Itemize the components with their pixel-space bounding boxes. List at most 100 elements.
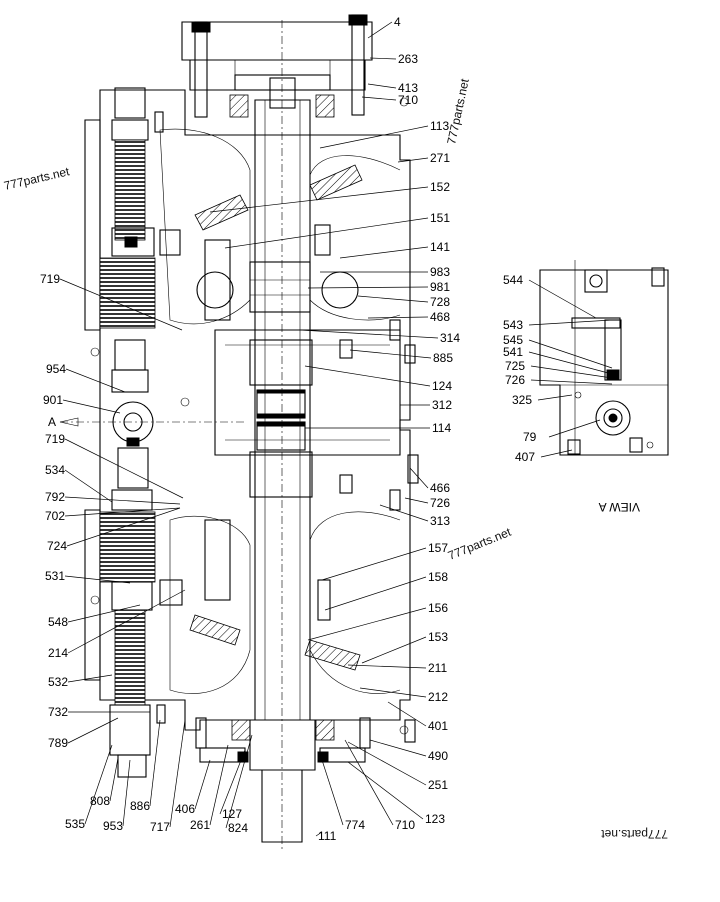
- leader-line: [225, 734, 253, 829]
- watermark-text: 777parts.net: [3, 164, 72, 193]
- leader-line: [304, 365, 431, 387]
- regulator-column: [59, 87, 245, 778]
- leader-line: [315, 831, 323, 837]
- view-a-callout-725: 725: [505, 359, 525, 373]
- part-callout-983: 983: [430, 265, 450, 279]
- part-callout-710: 710: [395, 818, 415, 832]
- leader-line: [209, 744, 229, 826]
- leader-line: [149, 719, 161, 807]
- part-callout-466: 466: [430, 481, 450, 495]
- leader-line: [361, 96, 397, 101]
- part-callout-211: 211: [428, 661, 447, 675]
- leader-line: [321, 547, 427, 581]
- part-callout-406: 406: [175, 802, 195, 816]
- leader-line: [64, 496, 181, 505]
- leader-line: [307, 607, 427, 641]
- view-a-callout-543: 543: [503, 318, 523, 332]
- part-callout-114: 114: [432, 421, 451, 435]
- watermark-text: 777parts.net: [444, 77, 472, 146]
- leader-line: [324, 576, 427, 611]
- leader-line: [64, 507, 181, 517]
- part-callout-4: 4: [394, 15, 401, 29]
- leader-line: [299, 329, 439, 339]
- leader-line: [537, 394, 573, 401]
- view-a-callout-79: 79: [523, 430, 537, 444]
- leader-line: [367, 316, 429, 319]
- leader-line: [84, 744, 113, 825]
- part-callout-534: 534: [45, 463, 65, 477]
- part-callout-824: 824: [228, 821, 248, 835]
- part-callout-123: 123: [425, 812, 445, 826]
- view-a-callout-545: 545: [503, 333, 523, 347]
- leader-line: [62, 399, 121, 414]
- part-callout-314: 314: [440, 331, 460, 345]
- part-callout-792: 792: [45, 490, 65, 504]
- leader-line: [357, 295, 429, 303]
- side-ports: [90, 97, 419, 743]
- part-callout-157: 157: [428, 541, 448, 555]
- view-a-callout-407: 407: [515, 450, 535, 464]
- leader-line: [361, 636, 427, 664]
- part-callout-127: 127: [222, 807, 242, 821]
- leader-line: [64, 438, 184, 499]
- part-callout-413: 413: [398, 81, 418, 95]
- part-callout-156: 156: [428, 601, 448, 615]
- part-callout-111: 111: [318, 829, 337, 843]
- part-callout-717: 717: [150, 820, 170, 834]
- leader-line: [540, 449, 573, 458]
- view-a-caption: VIEW A: [599, 500, 640, 514]
- part-callout-719: 719: [40, 272, 60, 286]
- part-callout-263: 263: [398, 52, 418, 66]
- leader-line: [369, 57, 397, 60]
- part-callout-732: 732: [48, 705, 68, 719]
- part-callout-212: 212: [428, 690, 448, 704]
- part-callout-251: 251: [428, 778, 448, 792]
- leader-line: [321, 759, 344, 826]
- leader-line: [528, 319, 613, 326]
- part-callout-774: 774: [345, 818, 365, 832]
- leader-line: [219, 749, 246, 815]
- watermark-text: 777parts.net: [601, 827, 668, 841]
- part-callout-261: 261: [190, 818, 210, 832]
- part-callout-710: 710: [398, 93, 418, 107]
- watermark-text: 777parts.net: [446, 525, 514, 563]
- leader-line: [347, 664, 427, 669]
- leader-line: [409, 467, 429, 489]
- part-callout-789: 789: [48, 736, 68, 750]
- leader-line: [307, 286, 429, 289]
- part-callout-724: 724: [47, 539, 67, 553]
- leader-line: [359, 687, 427, 698]
- pump-housing: [84, 21, 411, 731]
- leader-line: [169, 719, 186, 828]
- swash-plate-assembly: [159, 164, 363, 671]
- leader-line: [528, 339, 613, 369]
- leader-line: [194, 759, 211, 810]
- part-callout-313: 313: [430, 514, 450, 528]
- part-callout-808: 808: [90, 794, 110, 808]
- view-a-callout-325: 325: [512, 393, 532, 407]
- view-a-callout-726: 726: [505, 373, 525, 387]
- part-callout-490: 490: [428, 749, 448, 763]
- leader-line: [67, 604, 141, 623]
- view-a-callout-541: 541: [503, 345, 523, 359]
- part-callout-728: 728: [430, 295, 450, 309]
- part-callout-548: 548: [48, 615, 68, 629]
- leader-line: [369, 739, 427, 757]
- part-callout-953: 953: [103, 819, 123, 833]
- leader-line: [530, 379, 613, 385]
- part-callout-885: 885: [433, 351, 453, 365]
- leader-line: [379, 504, 429, 522]
- part-callout-702: 702: [45, 509, 65, 523]
- part-callout-535: 535: [65, 817, 85, 831]
- leader-line: [59, 278, 183, 331]
- view-a-inset: [539, 260, 669, 456]
- leader-line: [528, 279, 597, 319]
- leader-line: [66, 507, 181, 547]
- leader-line: [347, 761, 424, 820]
- bottom-bearing-assembly: [195, 717, 371, 763]
- part-callout-886: 886: [130, 799, 150, 813]
- leader-line: [122, 759, 131, 827]
- leader-line: [397, 157, 429, 163]
